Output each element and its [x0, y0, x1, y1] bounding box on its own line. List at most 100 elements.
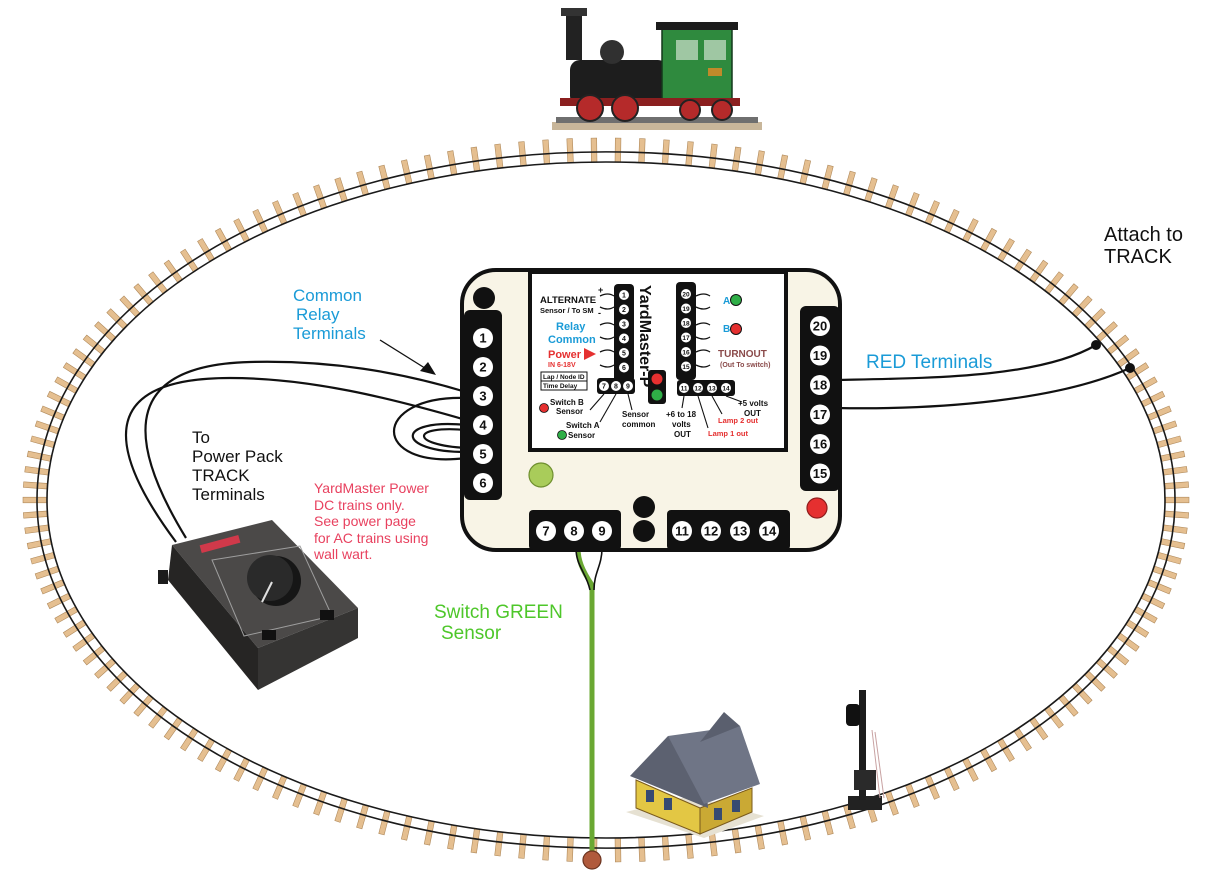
track-tie [822, 810, 833, 835]
track-tie [686, 834, 694, 858]
terminal-label: 1 [622, 293, 626, 300]
attach-track-line: TRACK [1104, 246, 1183, 268]
track-tie [639, 837, 646, 861]
power-pack-line: Power Pack [192, 447, 283, 466]
svg-text:OUT: OUT [744, 409, 761, 418]
terminal-label: 16 [813, 437, 827, 452]
mounting-hole [473, 287, 495, 309]
power-pack-label: To Power Pack TRACK Terminals [192, 428, 283, 504]
track-tie [1014, 728, 1032, 751]
track-tie [567, 837, 574, 861]
terminal-label: 17 [682, 335, 690, 342]
terminal-label: 5 [479, 447, 486, 462]
terminal-label: 3 [479, 389, 486, 404]
locomotive-icon [552, 8, 762, 130]
terminal-label: 4 [622, 336, 626, 343]
mounting-hole [633, 520, 655, 542]
track-tie [1096, 658, 1118, 678]
track-tie [25, 466, 50, 475]
terminal-label: 8 [570, 524, 577, 539]
track-tie [1134, 606, 1158, 623]
track-tie [1072, 683, 1092, 704]
svg-text:+6 to 18: +6 to 18 [666, 410, 697, 419]
terminal-label: 5 [622, 351, 626, 358]
terminal-label: 4 [479, 418, 487, 433]
track-tie [1165, 497, 1189, 503]
track-tie [55, 606, 79, 623]
track-tie [1157, 436, 1182, 448]
track-tie [1096, 322, 1118, 342]
track-tie [778, 820, 788, 845]
track-tie [1163, 466, 1188, 475]
svg-text:ALTERNATE: ALTERNATE [540, 295, 596, 306]
switch-green-line: Sensor [434, 623, 563, 644]
track-tie [180, 728, 198, 751]
track-tie [471, 828, 480, 853]
track-tie [997, 238, 1014, 261]
track-tie [591, 138, 597, 162]
track-connection-dot [1125, 363, 1135, 373]
svg-text:Time Delay: Time Delay [543, 383, 578, 390]
track-tie [709, 144, 717, 168]
terminal-label: 8 [614, 384, 618, 391]
track-tie [800, 816, 811, 841]
attach-track-label: Attach to TRACK [1104, 224, 1183, 269]
svg-text:TURNOUT: TURNOUT [718, 349, 767, 360]
track-connection-dot [1091, 340, 1101, 350]
track-tie [401, 160, 412, 185]
terminal-label: 12 [694, 385, 702, 392]
bottom-left-terminals: 789 [536, 521, 612, 541]
svg-text:+: + [598, 285, 603, 295]
station-house-icon [626, 712, 764, 838]
track-tie [401, 816, 412, 841]
terminal-label: 2 [479, 360, 486, 375]
svg-text:B: B [723, 324, 730, 335]
terminal-label: 6 [622, 365, 626, 372]
terminal-label: 19 [813, 348, 827, 363]
terminal-label: 19 [682, 306, 690, 313]
terminal-label: 9 [598, 524, 605, 539]
track-tie [107, 309, 128, 330]
signal-icon [846, 690, 884, 810]
track-tie [1084, 309, 1105, 330]
attach-track-line: Attach to [1104, 224, 1183, 246]
track-tie [639, 139, 646, 163]
switch-green-sensor-label: Switch GREEN Sensor [434, 602, 563, 645]
mounting-hole [633, 496, 655, 518]
module-label-panel: YardMaster-P 123456 201918171615 789 [530, 272, 786, 450]
svg-text:(Out To switch): (Out To switch) [720, 362, 770, 369]
track-tie [1134, 377, 1158, 394]
svg-text:-: - [598, 308, 601, 318]
track-tie [63, 363, 86, 381]
track-tie [164, 260, 182, 283]
track-tie [27, 539, 52, 549]
track-tie [662, 836, 669, 860]
terminal-label: 13 [708, 385, 716, 392]
track-tie [63, 620, 86, 638]
track-tie [447, 151, 457, 176]
terminal-label: 13 [733, 524, 747, 539]
power-note-line: wall wart. [314, 546, 429, 563]
track-tie [1163, 525, 1188, 534]
track-tie [471, 147, 480, 172]
track-tie [31, 436, 56, 448]
track-tie [1014, 249, 1032, 272]
track-tie [1072, 296, 1092, 317]
terminal-label: 20 [813, 319, 827, 334]
switch-green-line: Switch GREEN [434, 602, 563, 623]
power-note-line: DC trains only. [314, 497, 429, 514]
track-tie [23, 511, 47, 518]
sensor-dot [583, 851, 601, 869]
track-tie [543, 836, 550, 860]
svg-text:Lamp 1 out: Lamp 1 out [708, 429, 749, 438]
jumper-wires [394, 398, 466, 459]
track-tie [107, 671, 128, 692]
power-pack-line: To [192, 428, 283, 447]
track-tie [615, 838, 621, 862]
track-tie [55, 377, 79, 394]
track-tie [447, 825, 457, 850]
terminal-label: 6 [479, 476, 486, 491]
svg-text:Switch B: Switch B [550, 398, 584, 407]
terminal-label: 20 [682, 291, 690, 298]
svg-text:volts: volts [672, 420, 691, 429]
